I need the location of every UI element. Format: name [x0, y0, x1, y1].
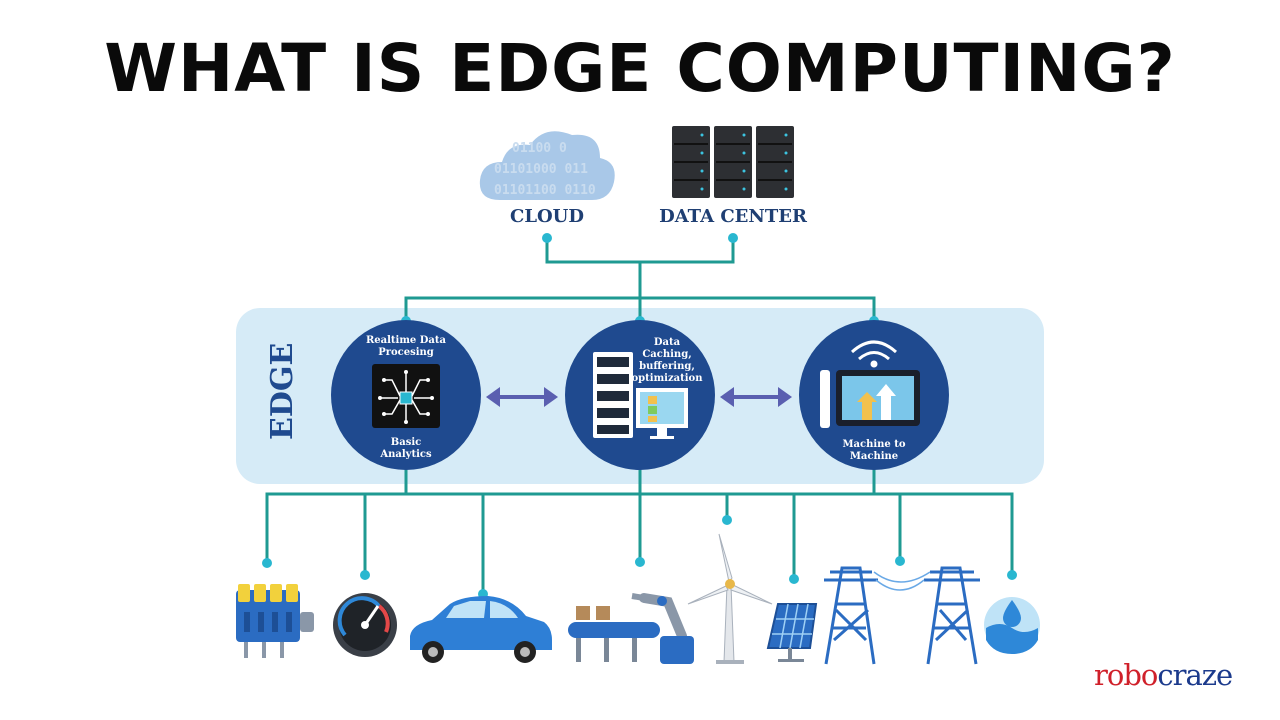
svg-text:Analytics: Analytics — [379, 449, 432, 460]
bottom-connectors — [265, 468, 1014, 594]
gauge-icon — [333, 593, 397, 657]
cloud-icon: 01100 0 01101000 011 01101100 0110 — [479, 131, 615, 200]
double-arrow-right — [720, 387, 792, 407]
svg-text:01100 0: 01100 0 — [512, 141, 567, 156]
data-center-label: DATA CENTER — [659, 206, 808, 227]
tablet-icon — [820, 370, 920, 428]
svg-text:Basic: Basic — [391, 437, 421, 448]
brand-logo: robocraze — [1094, 658, 1233, 692]
server-stack-icon — [593, 352, 633, 438]
chip-icon — [372, 364, 440, 428]
svg-text:Realtime Data: Realtime Data — [366, 335, 447, 346]
solar-panel-icon — [766, 603, 818, 662]
brand-part-craze: craze — [1157, 658, 1233, 692]
edge-node-realtime: Realtime Data Procesing Basic Analytics — [331, 320, 481, 470]
svg-text:Data: Data — [654, 337, 681, 348]
svg-text:01101000 011: 01101000 011 — [494, 162, 588, 177]
svg-text:01101100 0110: 01101100 0110 — [494, 183, 596, 198]
svg-text:Caching,: Caching, — [642, 349, 691, 360]
svg-text:Procesing: Procesing — [378, 347, 434, 358]
edge-node-m2m: Machine to Machine — [799, 320, 949, 470]
svg-text:Machine: Machine — [850, 451, 898, 462]
edge-label: EDGE — [265, 343, 300, 440]
svg-text:optimization: optimization — [632, 373, 704, 384]
page-title: WHAT IS EDGE COMPUTING? — [104, 30, 1176, 107]
car-icon — [410, 596, 552, 663]
brand-part-robo: robo — [1094, 658, 1158, 692]
water-drop-icon — [984, 597, 1040, 654]
svg-text:buffering,: buffering, — [639, 361, 695, 372]
engine-icon — [236, 584, 314, 658]
edge-node-caching: Data Caching, buffering, optimization — [565, 320, 715, 470]
double-arrow-left — [486, 387, 558, 407]
power-towers-icon — [824, 566, 980, 665]
cloud-label: CLOUD — [510, 206, 584, 227]
monitor-icon — [636, 388, 688, 439]
wifi-icon — [850, 340, 898, 368]
data-center-icon — [672, 126, 794, 198]
robot-arm-conveyor-icon — [568, 593, 694, 664]
wind-turbine-icon — [687, 533, 773, 664]
svg-text:Machine to: Machine to — [842, 439, 905, 450]
